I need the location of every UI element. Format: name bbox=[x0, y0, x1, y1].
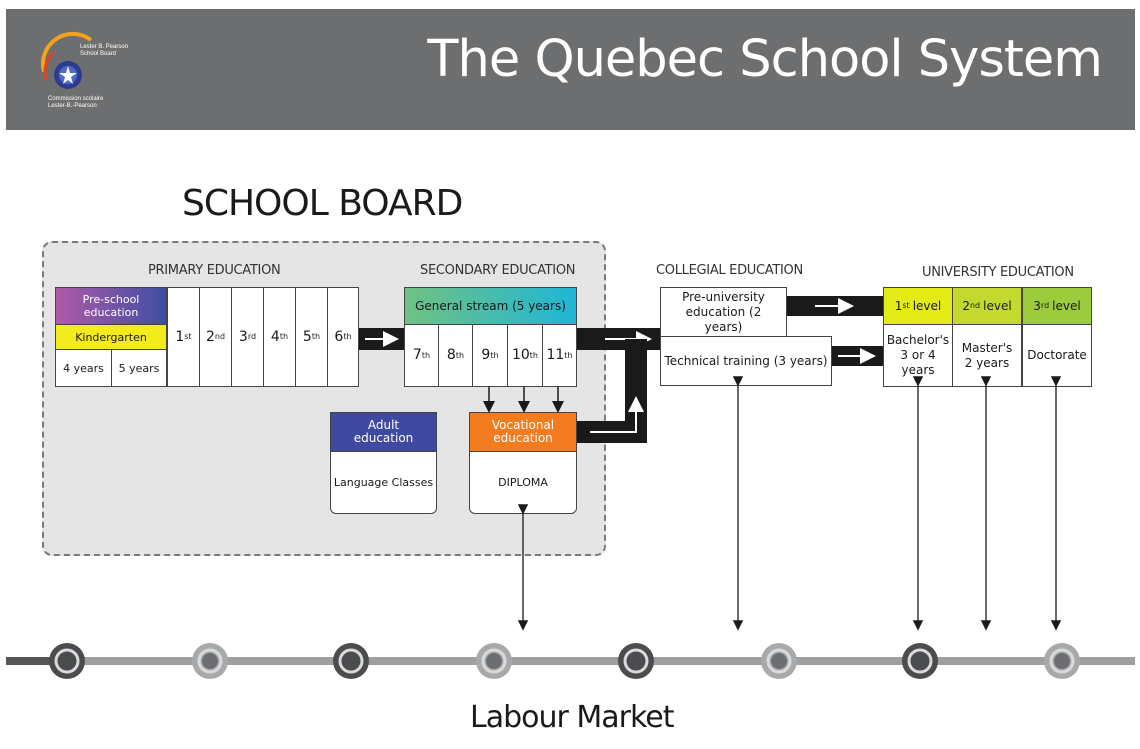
pre-university-to-university-connector bbox=[787, 296, 883, 316]
university-level-3-body: Doctorate bbox=[1022, 324, 1092, 387]
timeline-node bbox=[1044, 643, 1080, 679]
pre-university-cell: Pre-university education (2 years) bbox=[660, 287, 787, 337]
kindergarten-label: Kindergarten bbox=[55, 324, 167, 350]
timeline-node bbox=[49, 643, 85, 679]
timeline-node bbox=[476, 643, 512, 679]
technical-training-cell: Technical training (3 years) bbox=[660, 336, 832, 386]
timeline-node bbox=[902, 643, 938, 679]
timeline-node bbox=[761, 643, 797, 679]
primary-education-title: PRIMARY EDUCATION bbox=[148, 263, 281, 278]
preschool-header: Pre-school education bbox=[55, 287, 167, 325]
timeline-node bbox=[333, 643, 369, 679]
logo-emblem-icon bbox=[40, 31, 93, 89]
general-stream-header: General stream (5 years) bbox=[404, 287, 577, 325]
university-education-title: UNIVERSITY EDUCATION bbox=[922, 265, 1074, 280]
secondary-education-title: SECONDARY EDUCATION bbox=[420, 263, 576, 278]
university-level-1-body: Bachelor's 3 or 4 years bbox=[883, 324, 953, 387]
age-5-cell: 5 years bbox=[111, 349, 167, 387]
labour-market-timeline bbox=[6, 657, 1135, 665]
labour-market-title: Labour Market bbox=[470, 700, 675, 735]
age-4-cell: 4 years bbox=[55, 349, 112, 387]
collegial-education-title: COLLEGIAL EDUCATION bbox=[656, 263, 803, 278]
page-title: The Quebec School System bbox=[427, 30, 1103, 89]
school-board-title: SCHOOL BOARD bbox=[182, 183, 463, 224]
technical-to-university-connector bbox=[832, 346, 883, 366]
timeline-node bbox=[618, 643, 654, 679]
adult-education-header: Adult education bbox=[330, 412, 437, 452]
vocational-education-header: Vocational education bbox=[469, 412, 577, 452]
diploma-cell: DIPLOMA bbox=[469, 451, 577, 514]
language-classes-cell: Language Classes bbox=[330, 451, 437, 514]
timeline-node bbox=[192, 643, 228, 679]
university-level-2-body: Master's 2 years bbox=[952, 324, 1022, 387]
header-banner bbox=[6, 9, 1135, 130]
